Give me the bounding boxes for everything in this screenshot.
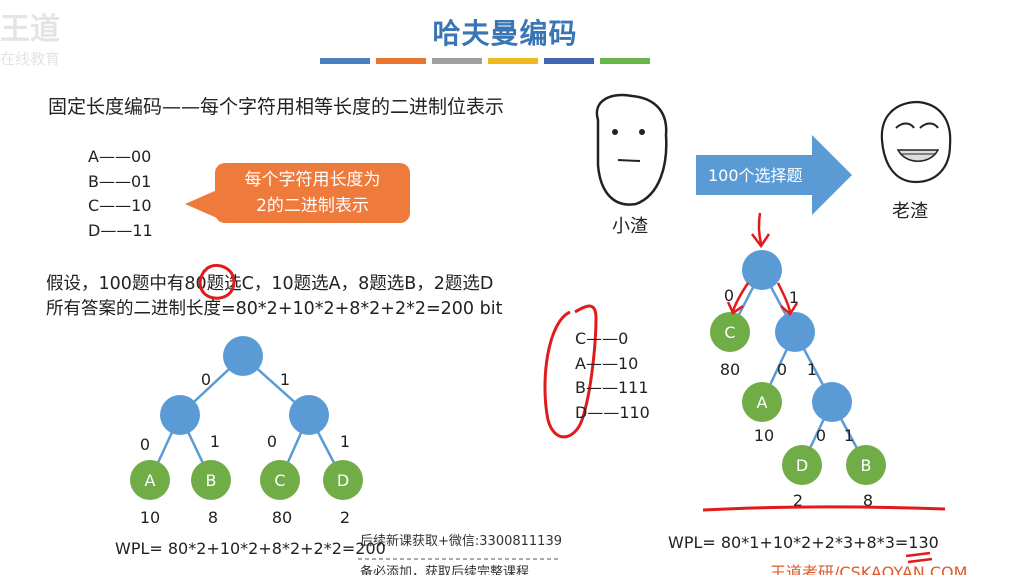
callout-pointer — [185, 190, 217, 218]
xiaozha-face-icon — [595, 93, 668, 206]
left-wpl: WPL= 80*2+10*2+8*2+2*2=200 — [115, 539, 386, 558]
left-edge-label-5: 1 — [340, 432, 350, 451]
left-leaf-a — [130, 460, 170, 500]
huffman-code-d: D——110 — [575, 403, 650, 422]
fixed-code-b: B——01 — [88, 171, 152, 191]
left-tree-node-l — [160, 395, 200, 435]
left-tree-root — [223, 336, 263, 376]
right-edge-label-4: 0 — [816, 426, 826, 445]
title-color-bar — [320, 58, 370, 64]
red-arrow-root-head — [751, 233, 771, 249]
title-color-bar — [600, 58, 650, 64]
right-tree-node-1 — [775, 312, 815, 352]
watermark-subtext: 在线教育 — [0, 50, 61, 68]
assumption-text: 假设，100题中有80题选C，10题选A，8题选B，2题选D — [46, 274, 494, 294]
left-weight-c: 80 — [272, 508, 292, 527]
title-color-bar — [544, 58, 594, 64]
left-tree-node-r — [289, 395, 329, 435]
red-arrow-left-shaft — [731, 282, 750, 312]
page-title: 哈夫曼编码 — [432, 17, 578, 50]
title-color-bar — [376, 58, 426, 64]
callout-line-2: 2的二进制表示 — [256, 196, 369, 216]
right-tree-red-annotations — [702, 212, 946, 564]
right-weight-b: 8 — [863, 491, 873, 510]
right-edge-label-3: 1 — [807, 360, 817, 379]
right-leaf-d — [782, 445, 822, 485]
footer-contact: 后续新课获取+微信:3300811139 — [360, 533, 562, 549]
left-leaf-d-label: D — [337, 471, 349, 490]
xiaozha-label: 小渣 — [612, 216, 648, 237]
laozha-face-icon — [880, 100, 952, 184]
right-leaf-d-label: D — [796, 456, 808, 475]
red-arrow-left-head — [726, 301, 744, 315]
laozha-label: 老渣 — [892, 201, 928, 222]
title-color-bar — [488, 58, 538, 64]
right-leaf-a — [742, 382, 782, 422]
left-leaf-c-label: C — [274, 471, 285, 490]
right-tree-root — [742, 250, 782, 290]
right-leaf-c-label: C — [724, 323, 735, 342]
transition-arrow-text: 100个选择题 — [708, 166, 803, 185]
brand-watermark: 王道考研/CSKAOYAN.COM — [770, 563, 967, 575]
huffman-code-c: C——0 — [575, 329, 628, 348]
huffman-code-annotation — [543, 304, 598, 439]
right-leaf-b — [846, 445, 886, 485]
right-weight-d: 2 — [793, 491, 803, 510]
red-arrow-right-head — [780, 302, 799, 316]
right-leaf-b-label: B — [861, 456, 872, 475]
right-edge-label-5: 1 — [844, 426, 854, 445]
title-color-bar — [432, 58, 482, 64]
left-edge-label-0: 0 — [201, 370, 211, 389]
left-leaf-b — [191, 460, 231, 500]
right-weight-c: 80 — [720, 360, 740, 379]
fixed-code-a: A——00 — [88, 147, 152, 166]
right-tree-node-2 — [812, 382, 852, 422]
fixed-length-callout: 每个字符用长度为 2的二进制表示 — [215, 163, 410, 223]
total-length-text: 所有答案的二进制长度=80*2+10*2+8*2+2*2=200 bit — [46, 299, 503, 319]
right-wpl: WPL= 80*1+10*2+2*3+8*3=130 — [668, 533, 939, 552]
right-leaf-a-label: A — [757, 393, 768, 412]
left-edge-label-1: 1 — [280, 370, 290, 389]
watermark-logo: 王道 — [0, 12, 60, 47]
huffman-code-b: B——111 — [575, 378, 649, 397]
left-edge-label-3: 1 — [210, 432, 220, 451]
left-leaf-d — [323, 460, 363, 500]
red-wpl-marks — [905, 551, 933, 564]
right-edge-label-1: 1 — [789, 288, 799, 307]
red-arrow-root-shaft — [757, 212, 763, 245]
fixed-code-c: C——10 — [88, 196, 152, 215]
transition-arrow — [696, 135, 852, 215]
red-arrow-right-shaft — [776, 282, 792, 313]
left-leaf-b-label: B — [206, 471, 217, 490]
footer-note: 备必添加，获取后续完整课程 — [360, 564, 529, 575]
right-leaf-c — [710, 312, 750, 352]
red-underline — [702, 505, 946, 512]
left-weight-a: 10 — [140, 508, 160, 527]
highlight-80-annotation — [198, 264, 236, 300]
left-leaf-a-label: A — [145, 471, 156, 490]
right-weight-a: 10 — [754, 426, 774, 445]
left-edge-label-4: 0 — [267, 432, 277, 451]
right-edge-label-2: 0 — [777, 360, 787, 379]
fixed-code-d: D——11 — [88, 220, 153, 240]
huffman-code-a: A——10 — [575, 354, 638, 373]
left-leaf-c — [260, 460, 300, 500]
fixed-length-definition: 固定长度编码——每个字符用相等长度的二进制位表示 — [48, 96, 505, 118]
left-weight-d: 2 — [340, 508, 350, 527]
right-edge-label-0: 0 — [724, 286, 734, 305]
left-weight-b: 8 — [208, 508, 218, 527]
left-edge-label-2: 0 — [140, 435, 150, 454]
callout-line-1: 每个字符用长度为 — [244, 170, 381, 190]
fixed-code-list: A——00 B——01 C——10 D——11 — [88, 145, 153, 243]
